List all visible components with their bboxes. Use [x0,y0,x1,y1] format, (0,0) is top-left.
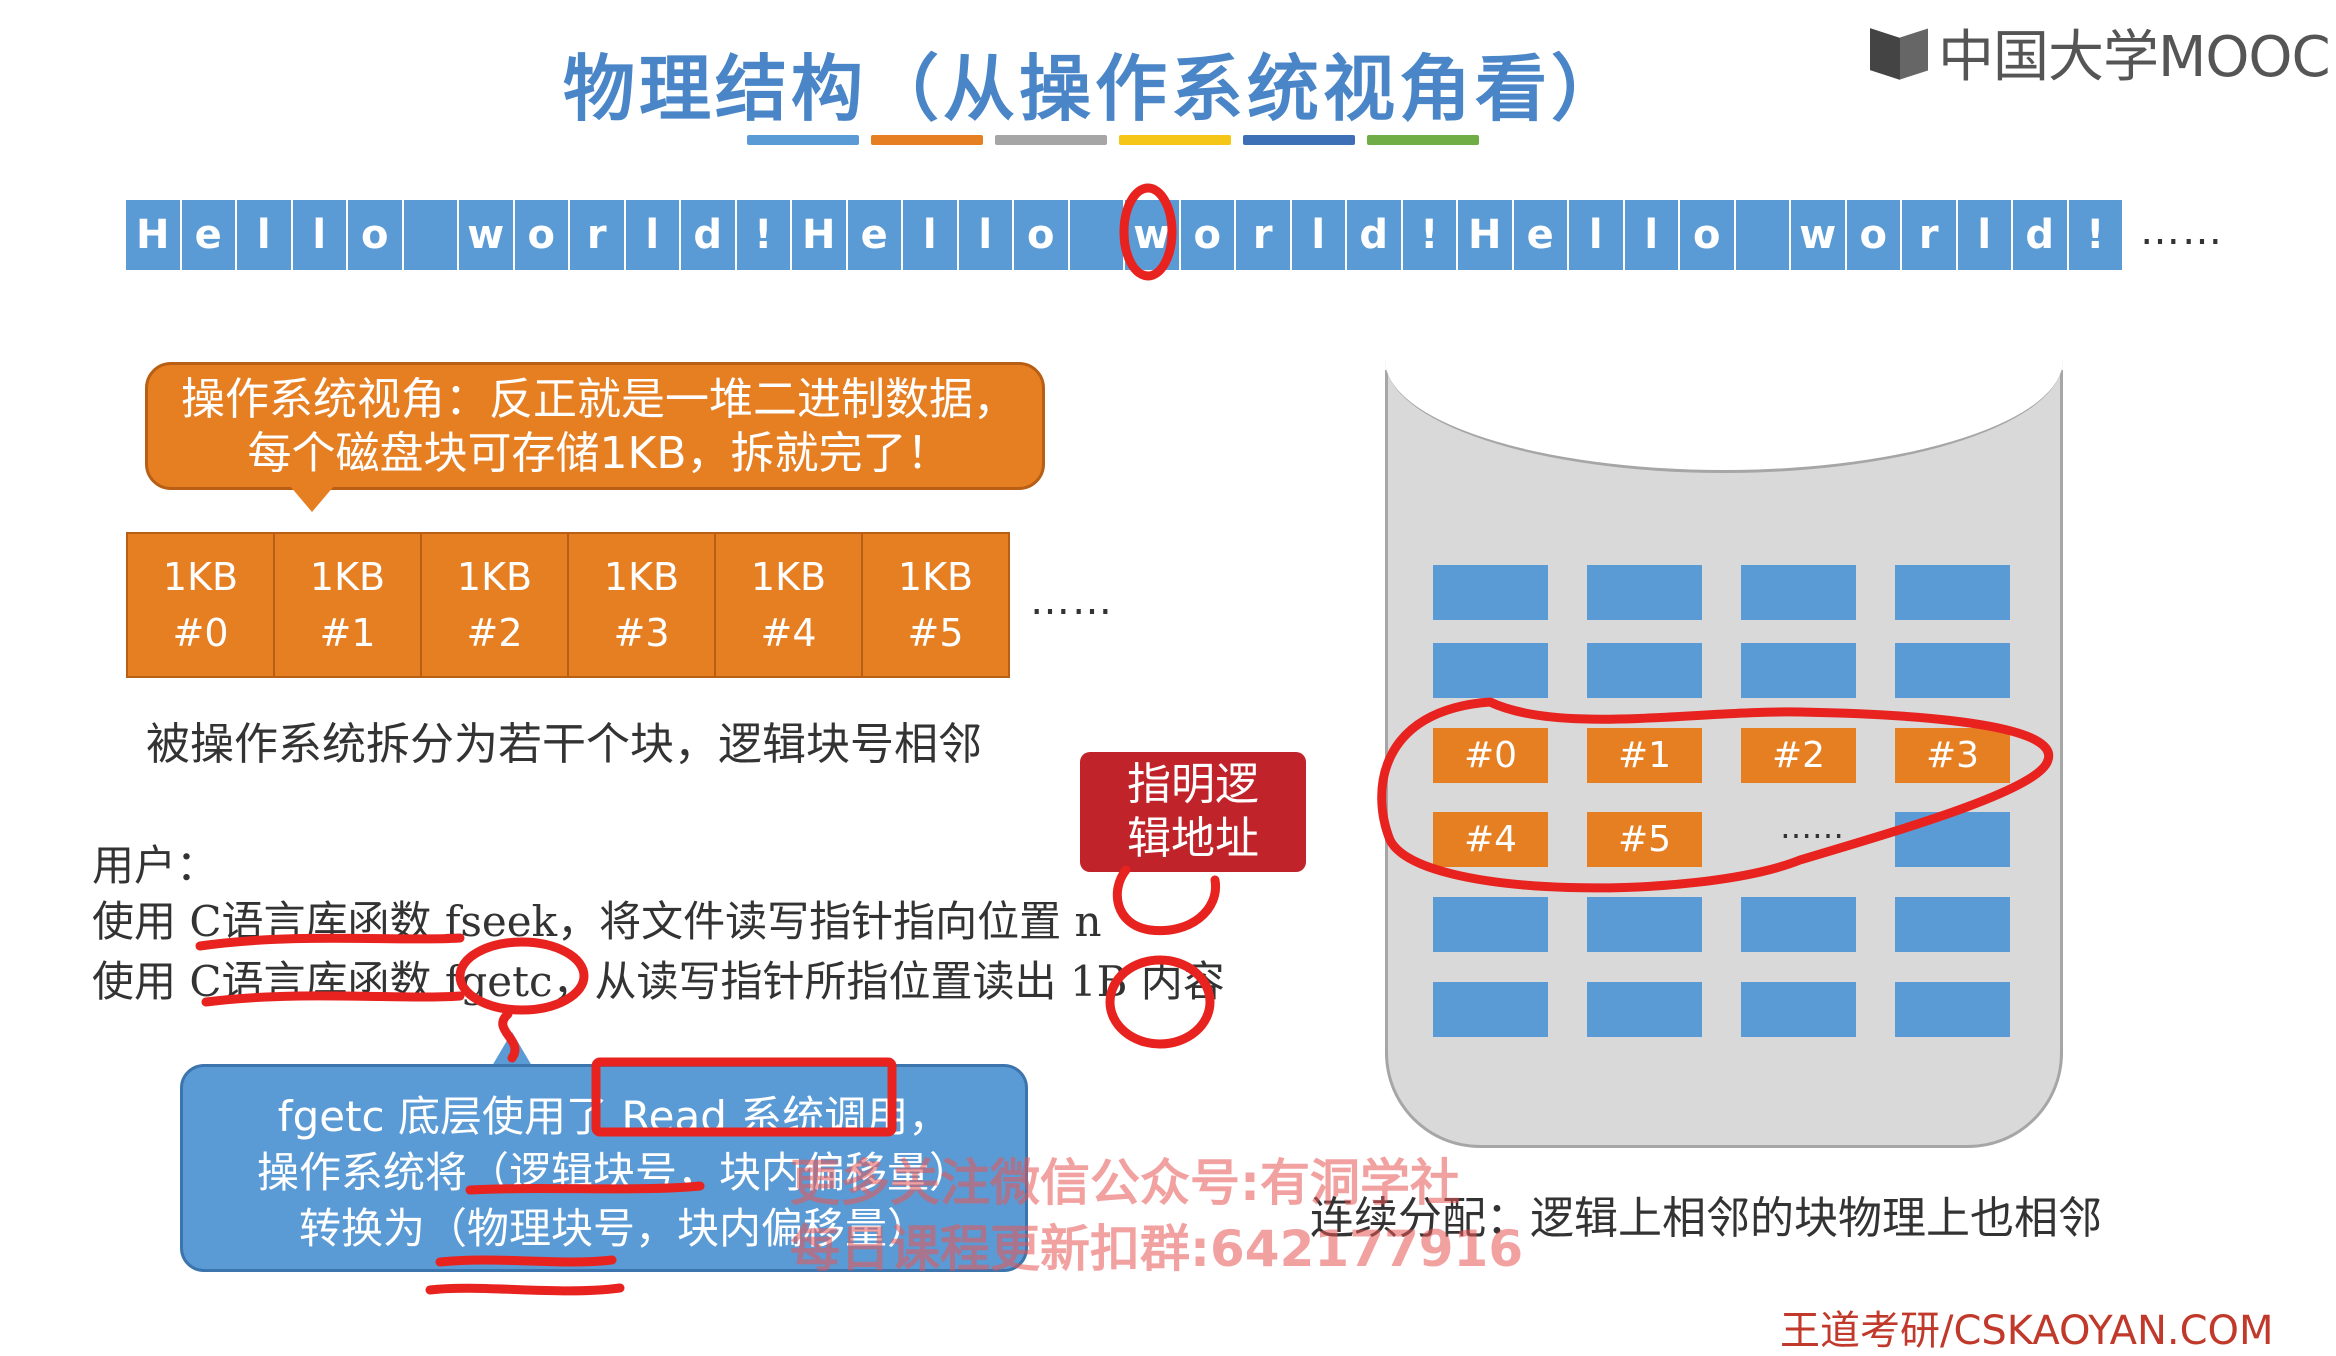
marker-circle-n [1117,870,1215,931]
marker-underline-fseek [200,938,460,946]
marker-circle-1b [1110,960,1210,1044]
marker-underline-fgetc [206,996,460,1002]
marker-underline-physical [440,1260,612,1262]
marker-loop-allocated [1382,702,2049,888]
marker-underline-logical [470,1186,700,1190]
marker-box-read [596,1062,892,1132]
marker-underline-physical-2 [430,1288,620,1291]
marker-circle-fgetc [460,942,584,1010]
marker-circle-w [1124,188,1172,276]
marker-annotations [0,0,2336,1322]
marker-arrow [503,1014,515,1058]
